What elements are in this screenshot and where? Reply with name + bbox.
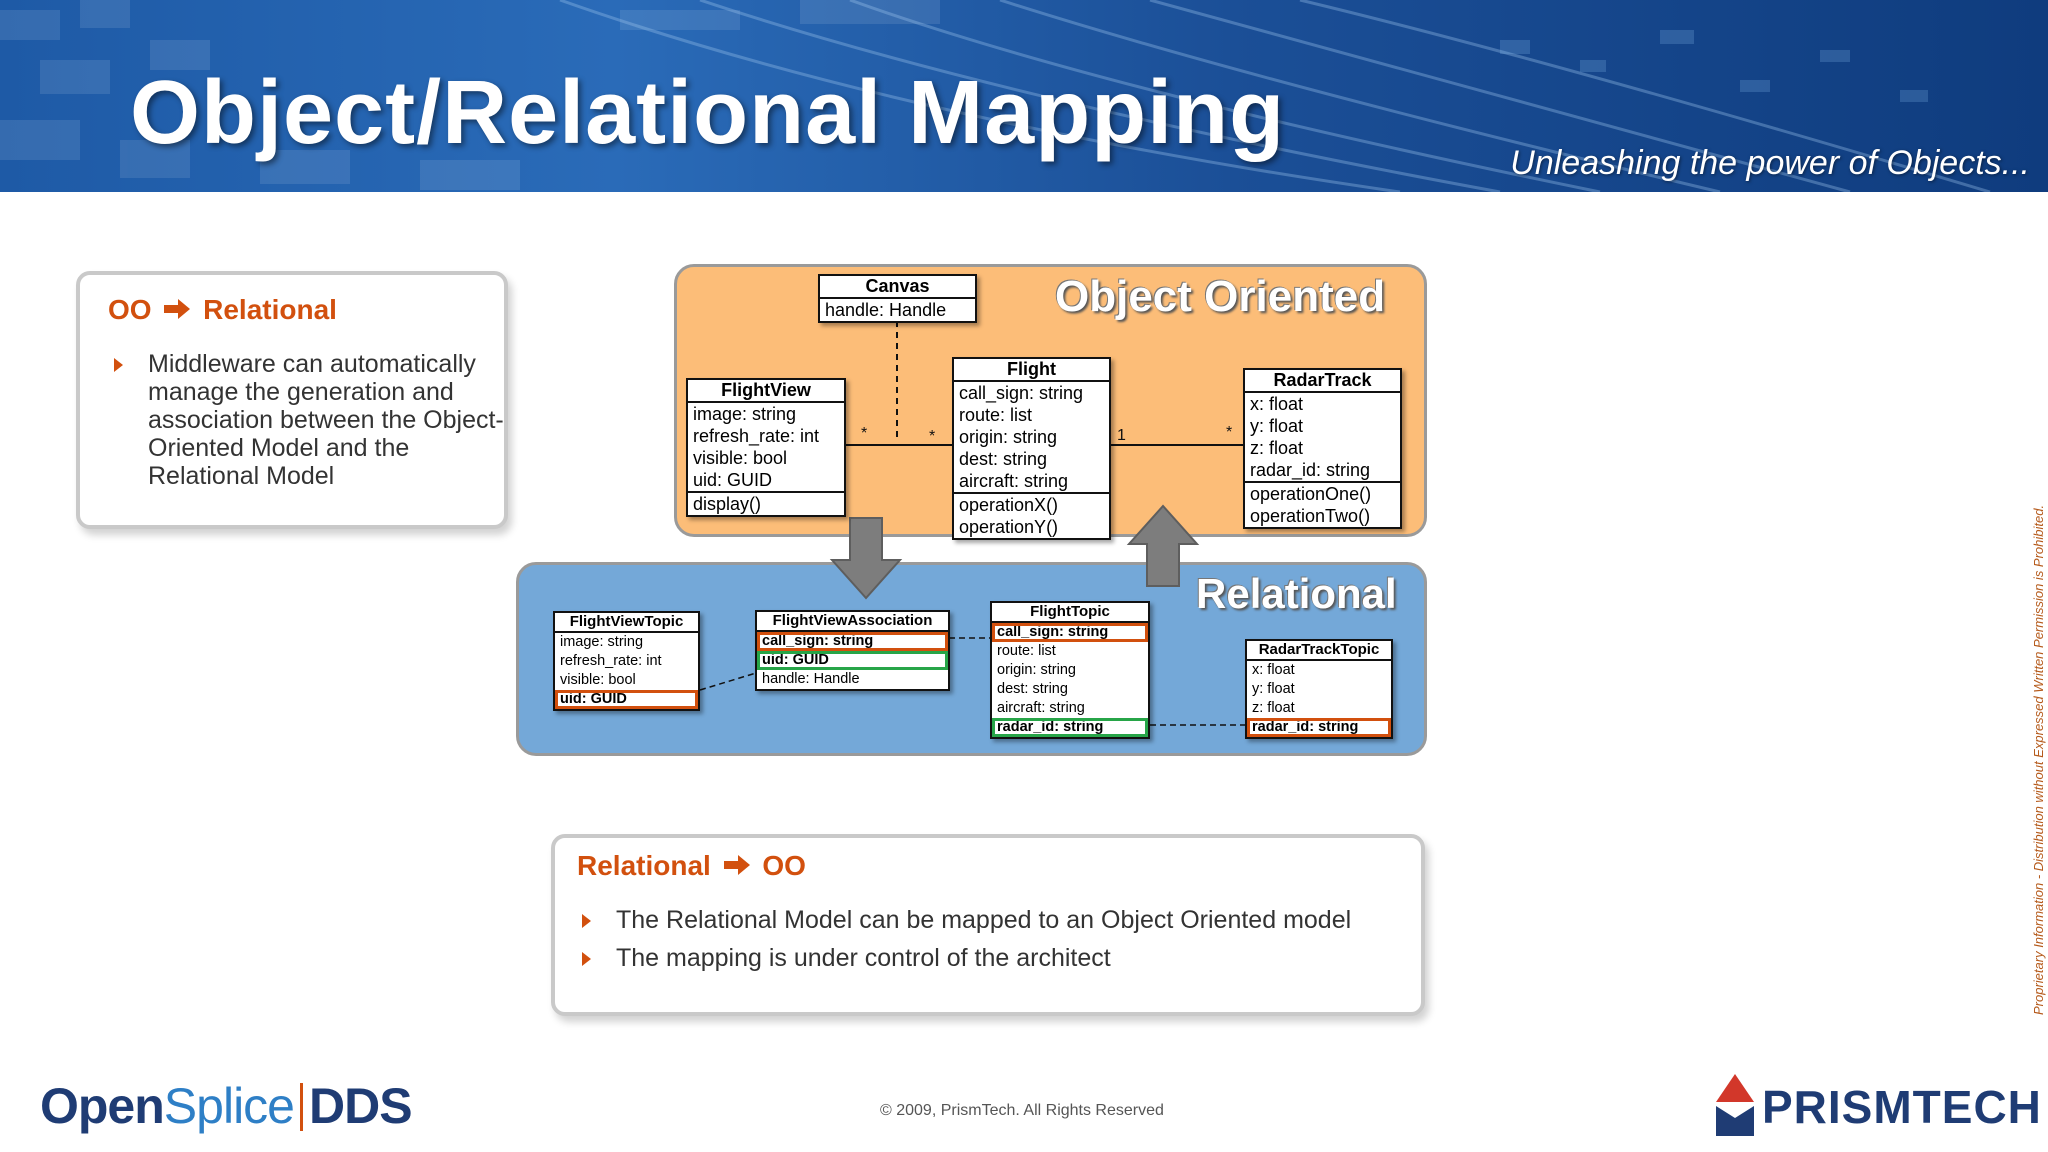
class-operation: operationY() [959,517,1059,537]
title-left: Relational [577,850,711,881]
class-name: Flight [954,359,1109,382]
relational-label: Relational [1196,570,1397,617]
title-right: Relational [203,294,337,325]
header-background-graphic [0,0,1991,192]
class-name: FlightView [688,380,844,403]
class-attribute: image: string [693,404,797,424]
relational-to-oo-title: Relational OO [577,850,806,882]
prismtech-logo: PRISMTECH [1714,1074,2041,1136]
class-attribute: radar_id: string [1250,460,1371,480]
table-flightviewtopic: FlightViewTopic image: string refresh_ra… [553,611,700,711]
class-attribute: uid: GUID [693,470,773,490]
class-name: RadarTrack [1245,370,1400,393]
class-canvas: Canvas handle: Handle [818,274,977,323]
table-column: image: string [560,634,644,650]
table-flightviewassociation: FlightViewAssociation call_sign: string … [755,610,950,691]
class-attribute: origin: string [959,427,1058,447]
proprietary-notice: Proprietary Information - Distribution w… [2031,504,2046,1015]
class-operation: operationOne() [1250,484,1372,504]
multiplicity-label: * [929,428,936,445]
page-title: Object/Relational Mapping [130,63,1286,163]
table-column: aircraft: string [997,700,1085,716]
class-attribute: z: float [1250,438,1304,458]
table-key-column: uid: GUID [757,651,948,670]
oo-to-relational-title: OO Relational [108,294,337,326]
multiplicity-label: * [1226,424,1233,441]
table-column: handle: Handle [762,671,860,687]
table-column: visible: bool [560,672,636,688]
table-flighttopic: FlightTopic call_sign: string route: lis… [990,601,1150,739]
class-attribute: dest: string [959,449,1048,469]
table-name: FlightTopic [992,603,1148,623]
table-name: RadarTrackTopic [1247,641,1391,661]
bullet-triangle-icon [114,358,123,372]
class-operation: operationTwo() [1250,506,1371,526]
class-attribute: handle: Handle [825,300,947,320]
table-name: FlightViewAssociation [757,612,948,632]
right-arrow-icon [164,299,191,319]
table-key-column: call_sign: string [757,632,948,651]
class-operation: operationX() [959,495,1059,515]
class-radartrack: RadarTrack x: float y: float z: float ra… [1243,368,1402,529]
class-attribute: route: list [959,405,1033,425]
table-foreign-key-column: radar_id: string [992,718,1148,737]
object-oriented-label: Object Oriented [1055,272,1386,321]
class-flight: Flight call_sign: string route: list ori… [952,357,1111,540]
class-name: Canvas [820,276,975,299]
title-left: OO [108,294,152,325]
class-attribute: call_sign: string [959,383,1084,403]
title-right: OO [762,850,806,881]
relational-to-oo-bullet: The Relational Model can be mapped to an… [582,906,1416,934]
table-key-column: call_sign: string [992,623,1148,642]
relational-to-oo-bullet: The mapping is under control of the arch… [582,944,1416,972]
tagline: Unleashing the power of Objects... [1510,144,2030,182]
multiplicity-label: * [861,425,868,442]
prismtech-emblem-icon [1716,1074,1754,1136]
oo-to-relational-box [76,271,508,529]
class-attribute: refresh_rate: int [693,426,820,446]
table-column: z: float [1252,700,1295,716]
relational-to-oo-box [551,834,1425,1016]
header-banner: Object/Relational Mapping Unleashing the… [0,0,2048,192]
class-operation: display() [693,494,762,514]
class-attribute: visible: bool [693,448,788,468]
table-radartracktopic: RadarTrackTopic x: float y: float z: flo… [1245,639,1393,739]
class-flightview: FlightView image: string refresh_rate: i… [686,378,846,517]
bullet-triangle-icon [582,914,591,928]
table-column: origin: string [997,662,1076,678]
table-key-column: uid: GUID [555,690,698,709]
class-attribute: x: float [1250,394,1304,414]
table-name: FlightViewTopic [555,613,698,633]
copyright-text: © 2009, PrismTech. All Rights Reserved [880,1102,1164,1119]
table-column: x: float [1252,662,1295,678]
oo-to-relational-bullet: Middleware can automatically manage the … [114,350,508,490]
multiplicity-label: 1 [1117,427,1126,444]
class-attribute: aircraft: string [959,471,1069,491]
table-column: dest: string [997,681,1068,697]
right-arrow-icon [723,855,750,875]
table-column: y: float [1252,681,1295,697]
table-column: refresh_rate: int [560,653,662,669]
bullet-triangle-icon [582,952,591,966]
table-column: route: list [997,643,1056,659]
class-attribute: y: float [1250,416,1304,436]
table-key-column: radar_id: string [1247,718,1391,737]
